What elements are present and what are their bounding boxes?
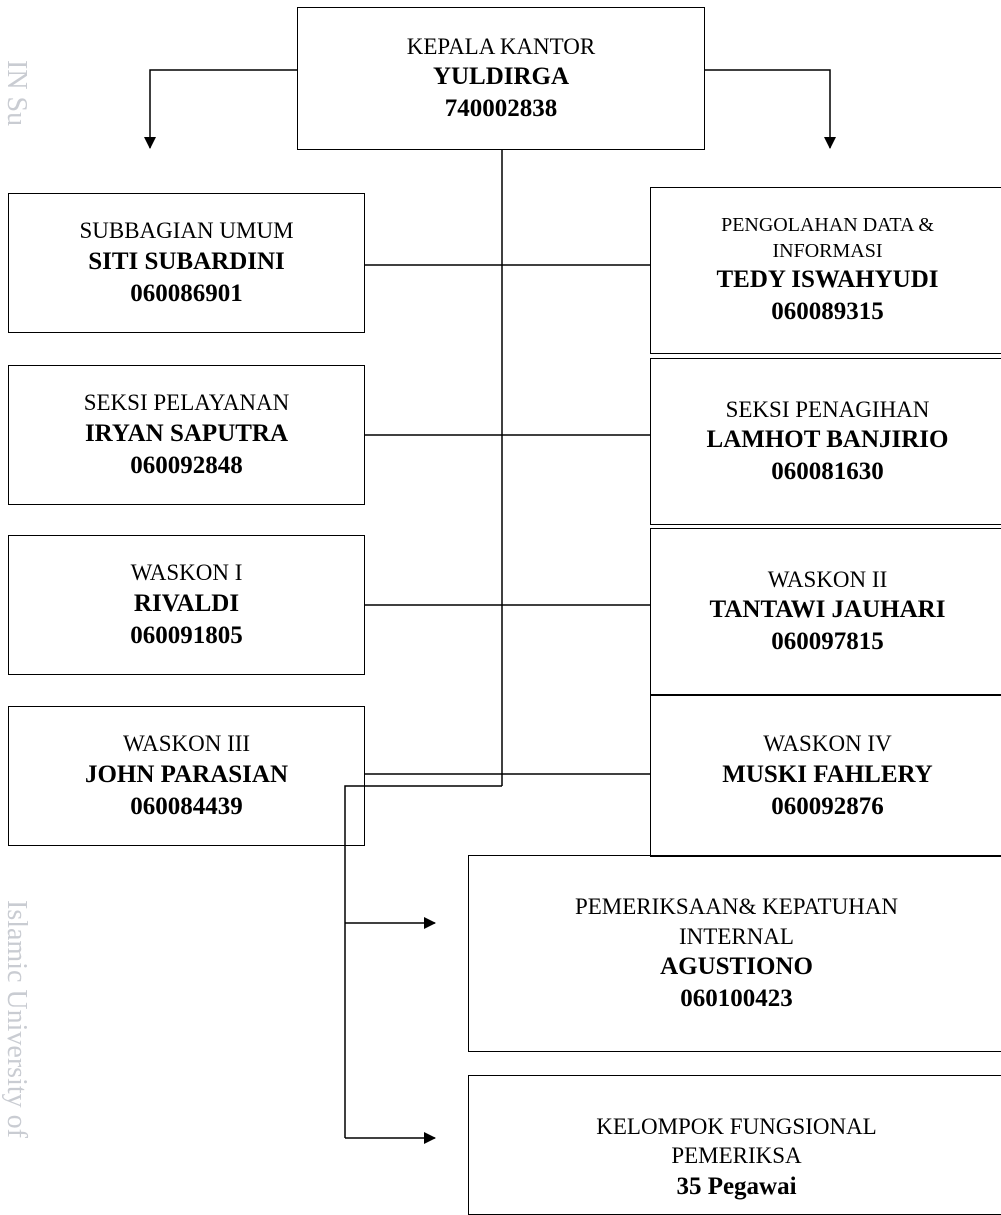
connector-head-right xyxy=(705,69,836,149)
unit-title: SEKSI PENAGIHAN xyxy=(725,396,930,422)
unit-head-name: JOHN PARASIAN xyxy=(84,760,288,788)
unit-title-line2: INFORMASI xyxy=(772,239,883,262)
box-waskon-2: WASKON II TANTAWI JAUHARI 060097815 xyxy=(650,528,1001,695)
box-kelompok-fungsional: KELOMPOK FUNGSIONAL PEMERIKSA 35 Pegawai xyxy=(468,1075,1001,1215)
head-name: YULDIRGA xyxy=(432,63,570,91)
box-pengolahan-data: PENGOLAHAN DATA & INFORMASI TEDY ISWAHYU… xyxy=(650,187,1001,354)
box-waskon-3: WASKON III JOHN PARASIAN 060084439 xyxy=(8,706,365,846)
unit-head-name: LAMHOT BANJIRIO xyxy=(706,426,949,454)
unit-title: PENGOLAHAN DATA & xyxy=(721,213,934,236)
unit-head-nip: 060084439 xyxy=(130,792,243,820)
unit-head-name: AGUSTIONO xyxy=(660,952,813,980)
unit-head-nip: 060086901 xyxy=(130,279,243,307)
box-seksi-pelayanan: SEKSI PELAYANAN IRYAN SAPUTRA 060092848 xyxy=(8,365,365,505)
unit-title: WASKON IV xyxy=(763,731,892,757)
head-box: KEPALA KANTOR YULDIRGA 740002838 xyxy=(297,7,705,150)
unit-head-nip: 060092848 xyxy=(130,451,243,479)
unit-head-name: SITI SUBARDINI xyxy=(88,247,285,275)
unit-head-nip: 060092876 xyxy=(771,792,884,820)
unit-title: WASKON I xyxy=(130,560,243,586)
box-pemeriksaan-kepatuhan: PEMERIKSAAN& KEPATUHAN INTERNAL AGUSTION… xyxy=(468,855,1001,1052)
unit-head-name: TEDY ISWAHYUDI xyxy=(716,266,939,294)
unit-title: SEKSI PELAYANAN xyxy=(83,390,290,416)
unit-title-line2: INTERNAL xyxy=(679,923,794,949)
box-seksi-penagihan: SEKSI PENAGIHAN LAMHOT BANJIRIO 06008163… xyxy=(650,358,1001,525)
unit-title: WASKON III xyxy=(122,731,251,757)
unit-staff-count: 35 Pegawai xyxy=(676,1172,797,1200)
connector-head-left xyxy=(144,69,297,149)
unit-title: KELOMPOK FUNGSIONAL xyxy=(596,1114,877,1139)
watermark-text-top: IN Su xyxy=(1,60,32,127)
watermark-text-bottom: Islamic University of xyxy=(1,900,32,1138)
box-subbagian-umum: SUBBAGIAN UMUM SITI SUBARDINI 060086901 xyxy=(8,193,365,333)
head-title: KEPALA KANTOR xyxy=(406,33,596,59)
unit-head-name: RIVALDI xyxy=(133,589,240,617)
unit-head-nip: 060100423 xyxy=(680,984,793,1012)
unit-head-nip: 060097815 xyxy=(771,628,884,656)
connector-bottom-trunk xyxy=(344,785,502,1138)
unit-head-name: MUSKI FAHLERY xyxy=(722,760,933,788)
head-nip: 740002838 xyxy=(444,95,558,123)
unit-head-name: IRYAN SAPUTRA xyxy=(84,419,289,447)
unit-title: WASKON II xyxy=(767,566,888,592)
unit-head-name: TANTAWI JAUHARI xyxy=(709,596,946,624)
unit-head-nip: 060091805 xyxy=(130,621,243,649)
unit-head-nip: 060089315 xyxy=(771,298,884,326)
unit-title: SUBBAGIAN UMUM xyxy=(79,218,294,244)
box-waskon-4: WASKON IV MUSKI FAHLERY 060092876 xyxy=(650,695,1001,857)
unit-head-nip: 060081630 xyxy=(771,458,884,486)
box-waskon-1: WASKON I RIVALDI 060091805 xyxy=(8,535,365,675)
unit-title-line2: PEMERIKSA xyxy=(671,1143,802,1169)
unit-title: PEMERIKSAAN& KEPATUHAN xyxy=(574,894,899,920)
